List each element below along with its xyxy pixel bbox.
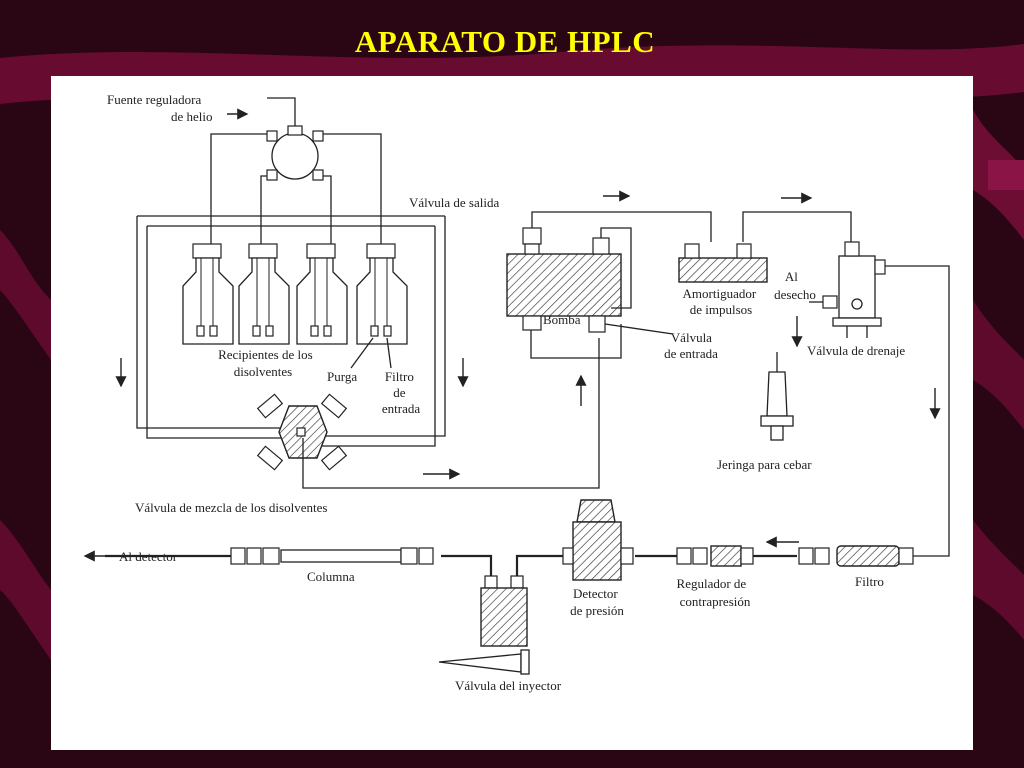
label-damper: Amortiguador de impulsos — [683, 286, 760, 317]
label-filter: Filtro — [855, 574, 884, 589]
pulse-damper — [678, 243, 768, 283]
diagram-panel: Fuente reguladora de helio Recipientes d… — [51, 76, 973, 750]
column — [230, 547, 434, 565]
solvent-bottle — [296, 243, 348, 345]
label-syringe: Jeringa para cebar — [717, 457, 812, 472]
pipe-right — [885, 265, 950, 557]
label-injector: Válvula del inyector — [455, 678, 562, 693]
solvent-bottle — [182, 243, 234, 345]
pipe-to-pump — [302, 338, 600, 489]
label-inlet-filter: Filtro de entrada — [382, 369, 420, 416]
background-wave — [0, 230, 51, 360]
label-waste: Al desecho — [774, 269, 816, 302]
background-wave — [973, 520, 1024, 640]
label-purge: Purga — [327, 369, 357, 384]
helium-regulator — [266, 125, 324, 181]
label-solvents: Recipientes de los disolventes — [218, 347, 316, 379]
background-wave — [0, 520, 51, 660]
label-column: Columna — [307, 569, 355, 584]
inlet-valve-pointer — [604, 323, 674, 335]
solvent-bottle — [238, 243, 290, 345]
pipe-outlet — [531, 211, 712, 242]
solvent-return-lines — [136, 215, 446, 447]
label-outlet-valve: Válvula de salida — [409, 195, 499, 210]
label-helium: Fuente reguladora de helio — [107, 92, 213, 124]
back-pressure-regulator — [676, 545, 754, 567]
filter-pointer — [386, 337, 392, 369]
background-wave — [973, 300, 1024, 430]
label-mixing-valve: Válvula de mezcla de los disolventes — [135, 500, 327, 515]
purge-pointer — [350, 337, 374, 369]
label-back-pressure: Regulador de contrapresión — [677, 576, 751, 609]
label-pressure-detector: Detector de presión — [570, 586, 624, 618]
background-accent — [988, 160, 1024, 190]
label-inlet-valve: Válvula de entrada — [664, 330, 718, 361]
priming-syringe — [760, 352, 794, 441]
label-to-detector: Al detector — [119, 549, 178, 564]
hplc-diagram: Fuente reguladora de helio Recipientes d… — [83, 92, 950, 693]
slide-title: APARATO DE HPLC — [354, 24, 656, 59]
pressure-detector — [562, 499, 634, 581]
pump — [506, 227, 632, 359]
label-drain-valve: Válvula de drenaje — [807, 343, 905, 358]
solvent-bottle — [356, 243, 408, 345]
pipe-outlet — [742, 211, 852, 244]
label-pump: Bomba — [543, 312, 581, 327]
filter — [798, 545, 914, 567]
mixing-valve — [256, 393, 348, 471]
injector-valve — [438, 575, 530, 675]
drain-valve — [822, 241, 886, 338]
